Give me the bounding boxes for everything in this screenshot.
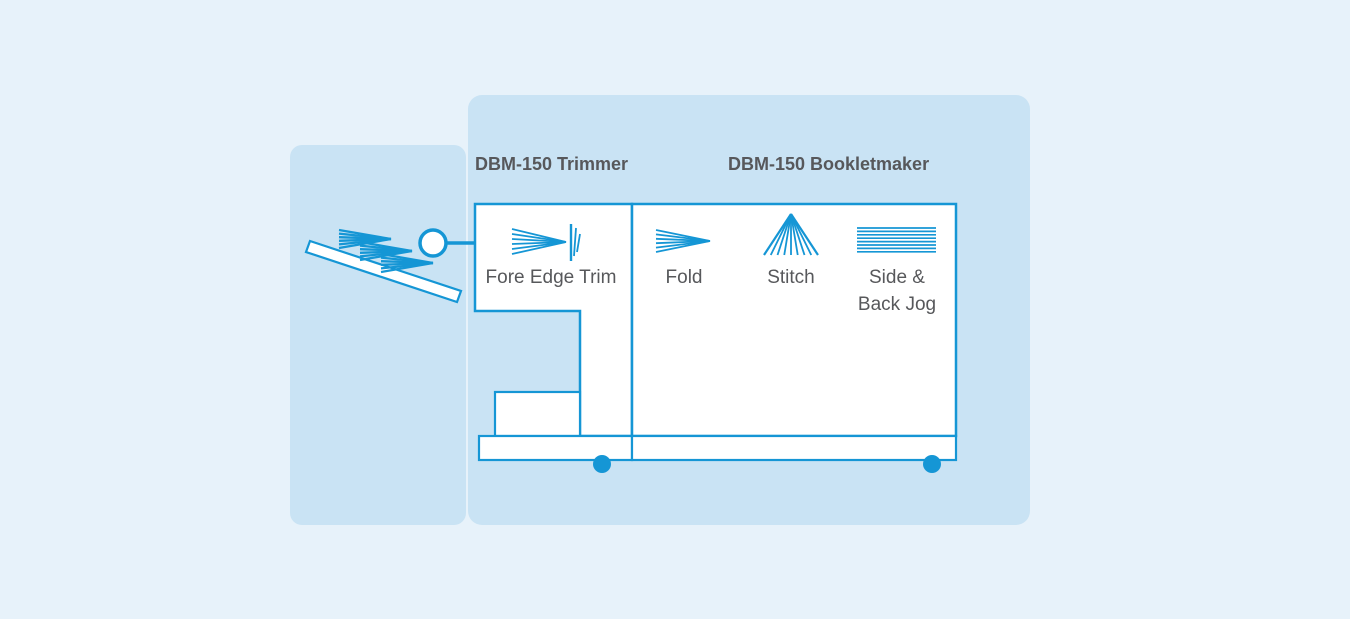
- exit-roller-icon: [418, 228, 448, 258]
- stitch-icon: [763, 213, 819, 256]
- trimmer-step-box: [493, 390, 582, 438]
- trimmer-base: [477, 434, 634, 462]
- booklet-stack-icon: [380, 252, 434, 274]
- station-label-side-back-jog: Side & Back Jog: [858, 264, 936, 318]
- side-back-jog-icon: [857, 227, 936, 253]
- exit-tray-panel: [290, 145, 466, 525]
- trimmer-title: DBM-150 Trimmer: [475, 154, 629, 174]
- fore-edge-trim-icon: [511, 224, 581, 261]
- station-label-stitch: Stitch: [767, 267, 815, 288]
- booklet-stack-icon: [338, 228, 392, 250]
- bookletmaker-base: [630, 434, 958, 462]
- fold-icon: [655, 229, 711, 253]
- finished-booklets-icon: [338, 228, 434, 274]
- station-label-line: Back Jog: [857, 294, 937, 315]
- bookletmaker-title: DBM-150 Bookletmaker: [728, 154, 930, 174]
- station-label-fold: Fold: [665, 267, 703, 288]
- wheel-icon: [593, 455, 611, 473]
- station-label-line: Side &: [869, 267, 925, 288]
- wheel-icon: [923, 455, 941, 473]
- station-label-fore-edge-trim: Fore Edge Trim: [485, 267, 617, 288]
